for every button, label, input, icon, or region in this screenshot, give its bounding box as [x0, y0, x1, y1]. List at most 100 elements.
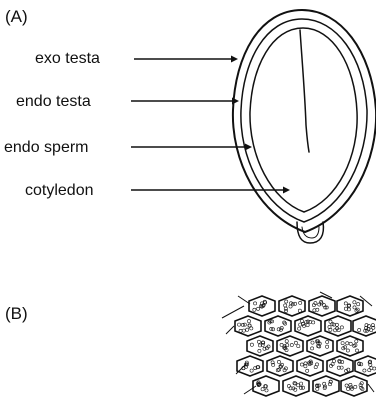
- starch-granule: [334, 329, 337, 332]
- starch-granule: [353, 301, 356, 304]
- starch-granule: [258, 349, 261, 352]
- starch-granule: [340, 326, 343, 329]
- endo-testa-outline: [241, 19, 367, 222]
- label-text: endo sperm: [4, 139, 89, 156]
- starch-granule: [370, 367, 373, 370]
- starch-granule: [238, 323, 241, 326]
- starch-granule: [242, 329, 245, 332]
- cell-wall: [253, 376, 279, 396]
- label-endo-testa: endo testa: [16, 93, 239, 110]
- cell-wall-fragment: [226, 326, 234, 334]
- starch-granule: [326, 340, 329, 343]
- starch-granule: [344, 302, 347, 305]
- starch-granule: [373, 367, 376, 370]
- starch-granule: [328, 325, 331, 328]
- starch-granule: [297, 345, 300, 348]
- label-exo-testa: exo testa: [35, 50, 238, 67]
- starch-granule: [253, 308, 256, 311]
- cell-wall: [355, 356, 376, 376]
- starch-granule: [368, 369, 371, 372]
- starch-granule: [247, 320, 250, 323]
- starch-granule: [294, 341, 297, 344]
- starch-granule: [306, 324, 309, 327]
- starch-granule: [358, 328, 361, 331]
- starch-granule: [297, 384, 300, 387]
- starch-granule: [355, 340, 358, 343]
- starch-granule: [239, 329, 242, 332]
- starch-granule: [332, 359, 335, 362]
- cell-tissue-illustration: [222, 292, 376, 396]
- cell-wall-fragment: [222, 306, 244, 318]
- starch-granule: [345, 384, 348, 387]
- starch-granule: [300, 363, 303, 366]
- starch-granule: [341, 342, 344, 345]
- starch-granule: [312, 321, 315, 324]
- starch-granule: [360, 363, 363, 366]
- cell-wall: [313, 376, 339, 396]
- cell-wall: [283, 376, 309, 396]
- cell-wall-fragment: [368, 384, 374, 392]
- seed-illustration: [233, 10, 376, 243]
- label-text: cotyledon: [25, 182, 94, 199]
- label-endo-sperm: endo sperm: [4, 139, 252, 156]
- arrow-head: [245, 144, 252, 151]
- starch-granule: [353, 306, 356, 309]
- starch-granule: [354, 385, 357, 388]
- starch-granule: [284, 304, 287, 307]
- starch-granule: [300, 382, 303, 385]
- cell-wall: [337, 296, 363, 316]
- starch-granule: [311, 341, 314, 344]
- panel-b-label: (B): [5, 304, 28, 323]
- starch-granule: [277, 328, 280, 331]
- cell-wall: [267, 356, 293, 376]
- starch-granule: [347, 308, 350, 311]
- starch-granule: [326, 345, 329, 348]
- starch-granule: [341, 360, 344, 363]
- starch-granule: [346, 342, 349, 345]
- starch-granule: [299, 301, 302, 304]
- exo-testa-outline: [233, 10, 376, 232]
- cell-wall: [295, 316, 321, 336]
- starch-granule: [314, 366, 317, 369]
- cell-wall-fragment: [238, 296, 250, 304]
- starch-granule: [306, 369, 309, 372]
- cotyledon-split: [300, 30, 309, 152]
- panel-a-label: (A): [5, 7, 28, 26]
- starch-granule: [285, 300, 288, 303]
- starch-granule: [254, 302, 257, 305]
- cell-wall: [353, 316, 376, 336]
- starch-granule: [246, 328, 249, 331]
- starch-granule: [285, 340, 288, 343]
- endosperm-outline: [250, 28, 357, 212]
- label-text: exo testa: [35, 50, 100, 67]
- starch-granule: [335, 323, 338, 326]
- cell-wall: [265, 316, 291, 336]
- starch-granule: [265, 389, 268, 392]
- arrow-head: [232, 98, 239, 105]
- starch-granule: [357, 303, 360, 306]
- starch-granule: [277, 360, 280, 363]
- starch-granule: [261, 388, 264, 391]
- starch-granule: [300, 319, 303, 322]
- cell-wall-fragment: [244, 386, 256, 394]
- starch-granule: [250, 343, 253, 346]
- starch-granule: [257, 340, 260, 343]
- starch-granule: [309, 320, 312, 323]
- starch-granule: [349, 342, 352, 345]
- starch-granule: [347, 387, 350, 390]
- starch-granule: [250, 369, 253, 372]
- starch-granule: [302, 324, 305, 327]
- cell-wall: [327, 356, 353, 376]
- starch-granule: [298, 309, 301, 312]
- starch-granule: [363, 369, 366, 372]
- starch-granule: [284, 307, 287, 310]
- starch-granule: [280, 343, 283, 346]
- starch-granule: [311, 347, 314, 350]
- starch-granule: [344, 307, 347, 310]
- starch-granule: [241, 323, 244, 326]
- starch-granule: [298, 327, 301, 330]
- arrow-head: [231, 56, 238, 63]
- label-text: endo testa: [16, 93, 91, 110]
- arrow-head: [283, 187, 290, 194]
